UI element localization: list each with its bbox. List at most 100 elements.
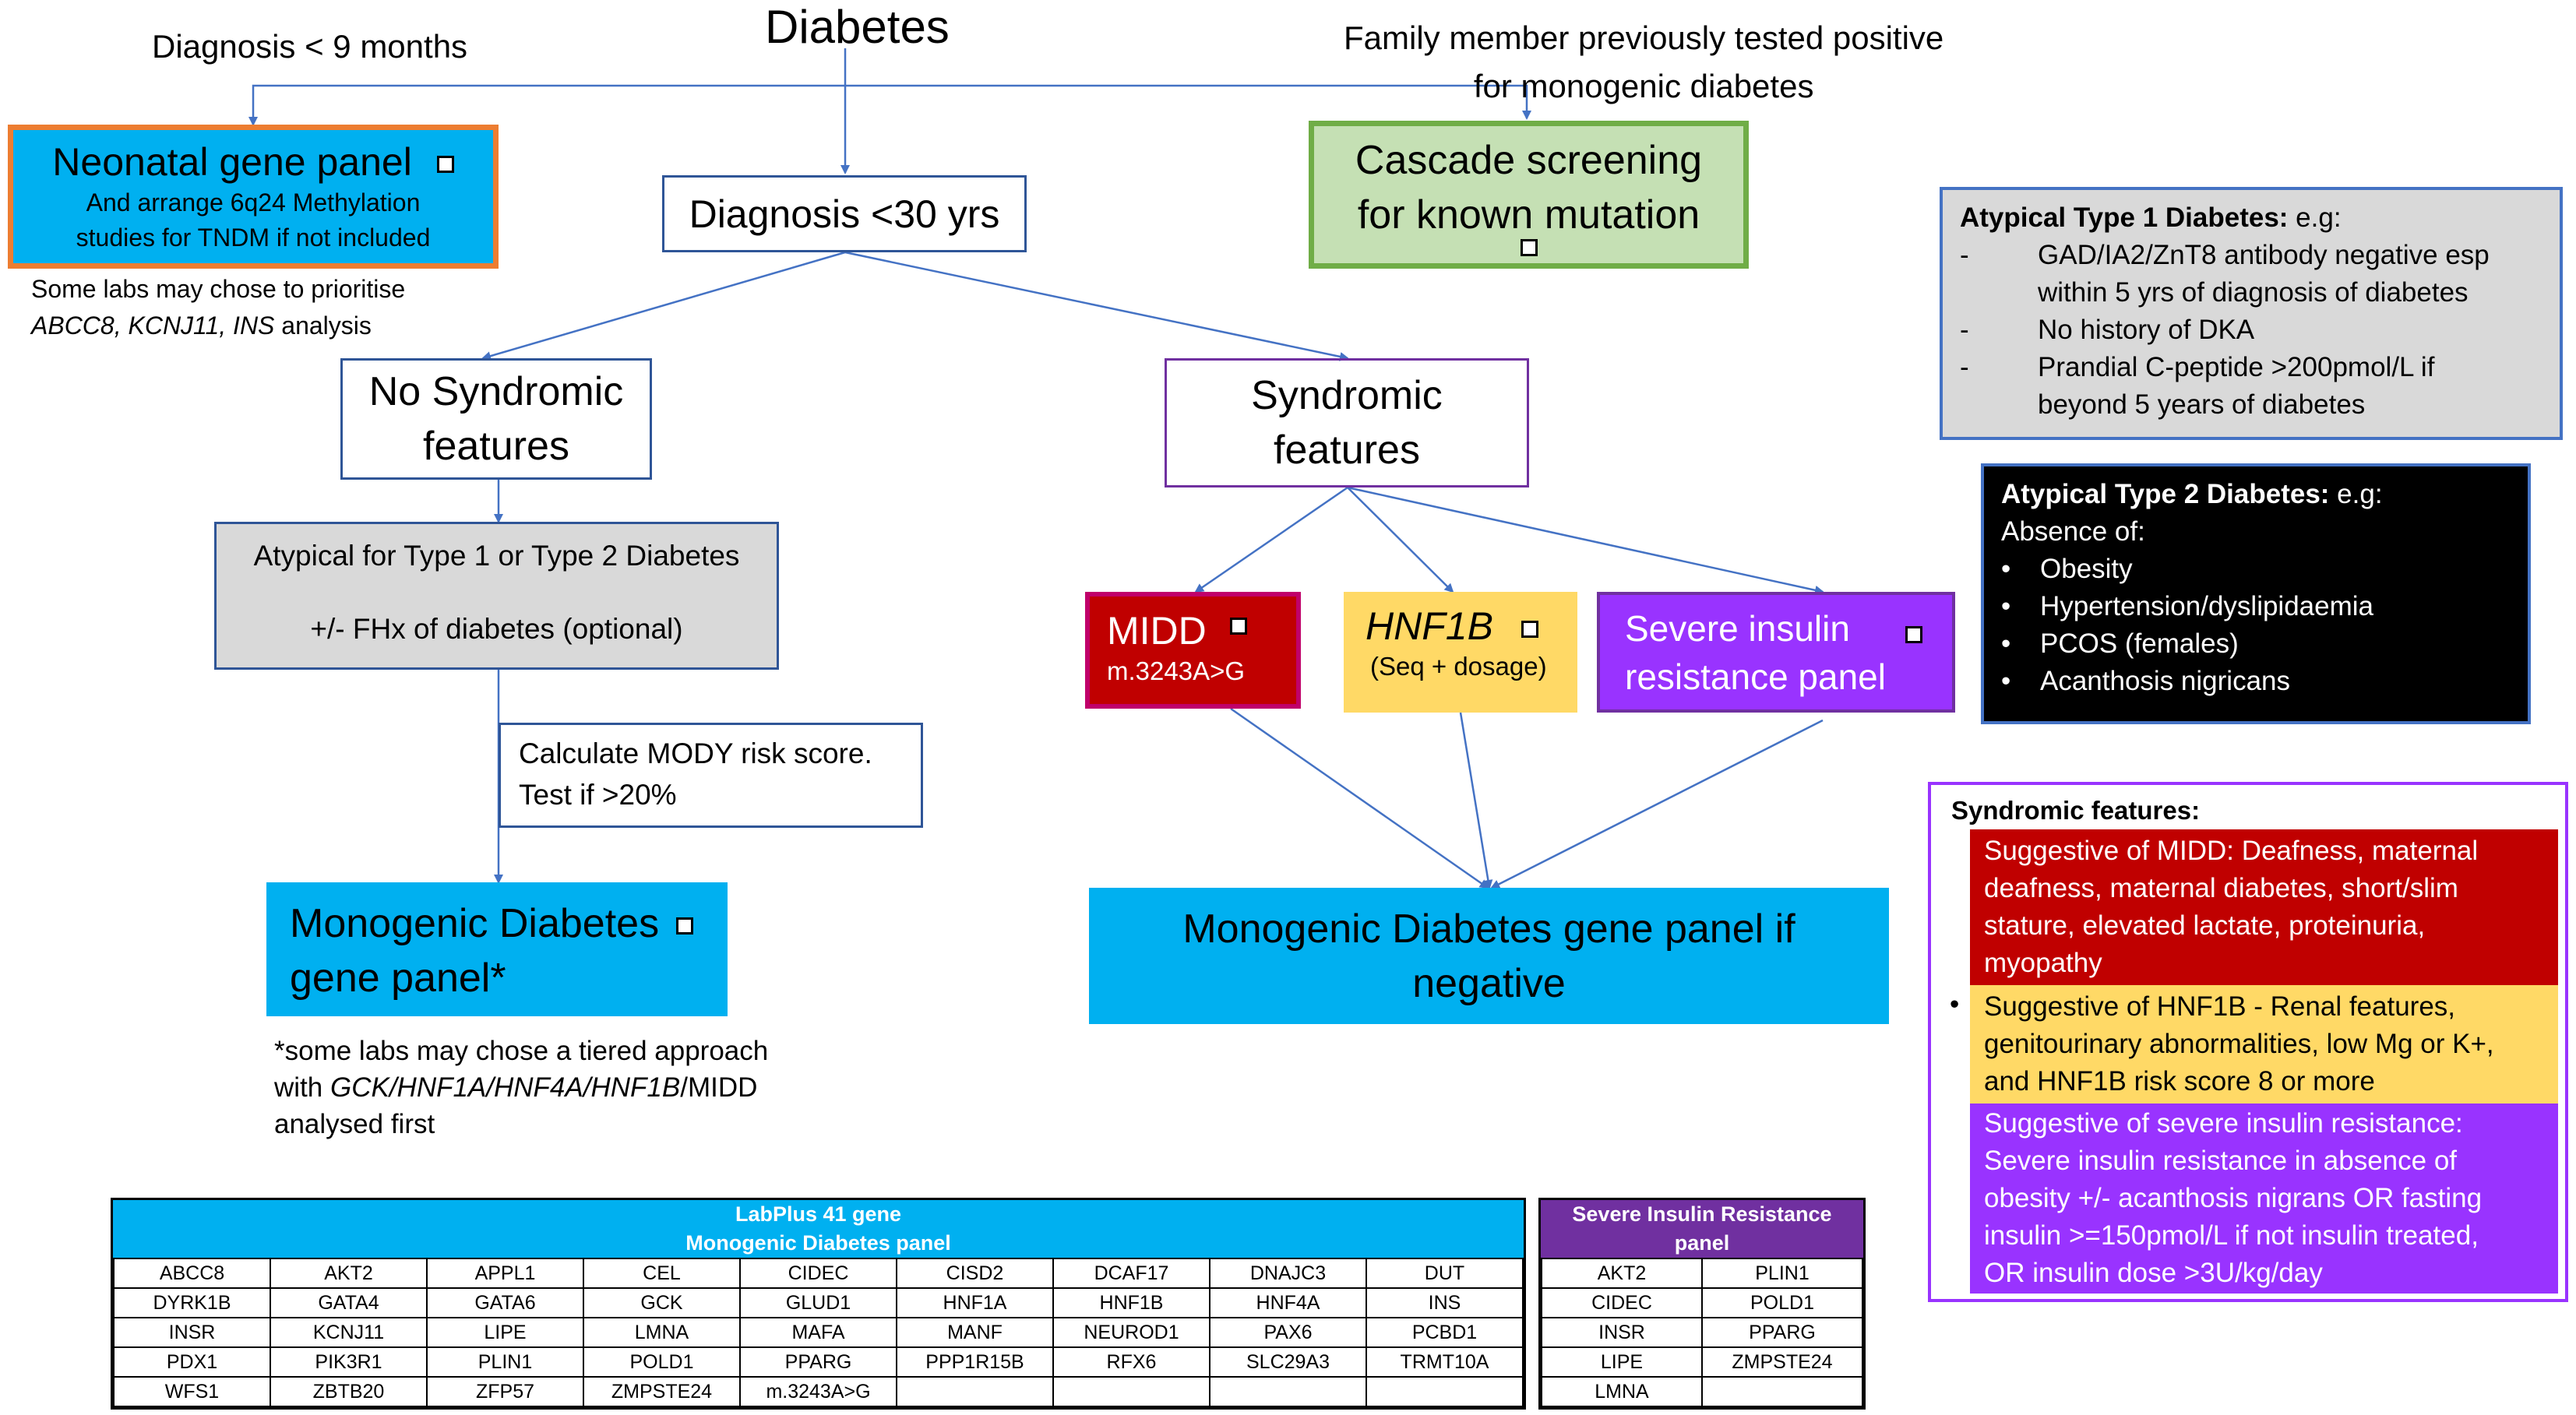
bullet-icon: • <box>1950 989 1960 1019</box>
gene-cell: LMNA <box>583 1317 741 1348</box>
syndromic-line-1: Syndromic <box>1251 373 1443 418</box>
criteria-sir-1: Suggestive of severe insulin resistance: <box>1984 1108 2463 1139</box>
atypical-line-1: Atypical for Type 1 or Type 2 Diabetes <box>253 540 740 572</box>
tiered-approach-note: *some labs may chose a tiered approach w… <box>274 1033 768 1142</box>
gene-cell: INSR <box>1541 1317 1703 1348</box>
neonatal-checkbox[interactable] <box>436 156 454 174</box>
label-family-member: Family member previously tested positive… <box>1344 14 1943 111</box>
tiered-note-line3: analysed first <box>274 1109 435 1139</box>
tiered-note-genes: GCK/HNF1A/HNF4A/HNF1B <box>329 1072 681 1103</box>
gene-cell: AKT2 <box>1541 1258 1703 1289</box>
midd-box[interactable]: MIDD m.3243A>G <box>1085 592 1301 709</box>
gene-cell: GATA4 <box>270 1287 428 1318</box>
gene-cell: GATA6 <box>426 1287 584 1318</box>
tiered-note-suffix: /MIDD <box>680 1072 758 1103</box>
gene-cell: RFX6 <box>1052 1346 1210 1378</box>
no-syndromic-features-box[interactable]: No Syndromic features <box>340 358 652 480</box>
atypical-t1-title-row: Atypical Type 1 Diabetes: e.g: <box>1960 199 2544 237</box>
gene-cell: SLC29A3 <box>1209 1346 1367 1378</box>
midd-checkbox[interactable] <box>1229 617 1247 635</box>
syndromic-features-box[interactable]: Syndromic features <box>1165 358 1529 488</box>
monogenic-panel-checkbox[interactable] <box>676 917 694 935</box>
atypical-t2-title-row: Atypical Type 2 Diabetes: e.g: <box>2001 476 2512 513</box>
neonatal-note-line2: ABCC8, KCNJ11, INS analysis <box>31 308 405 344</box>
criteria-sir-5: OR insulin dose >3U/kg/day <box>1984 1258 2323 1288</box>
neonatal-note-line1: Some labs may chose to prioritise <box>31 275 406 303</box>
atypical-t2-item: •Obesity <box>2001 551 2512 588</box>
gene-cell: ZBTB20 <box>270 1376 428 1407</box>
neonatal-title: Neonatal gene panel <box>52 139 412 184</box>
gene-cell: ZMPSTE24 <box>1701 1346 1863 1378</box>
gene-cell <box>896 1376 1054 1407</box>
gene-cell: PPP1R15B <box>896 1346 1054 1378</box>
cascade-checkbox[interactable] <box>1520 239 1538 256</box>
gene-cell: ZFP57 <box>426 1376 584 1407</box>
neonatal-gene-panel-box[interactable]: Neonatal gene panel And arrange 6q24 Met… <box>8 125 499 269</box>
cascade-line-2: for known mutation <box>1357 192 1700 238</box>
severe-insulin-resistance-box[interactable]: Severe insulin resistance panel <box>1597 592 1955 713</box>
gene-cell: ZMPSTE24 <box>583 1376 741 1407</box>
dash-icon: - <box>1960 240 1969 270</box>
tiered-note-prefix: with <box>274 1072 330 1103</box>
gene-cell: KCNJ11 <box>270 1317 428 1348</box>
gene-cell: LIPE <box>1541 1346 1703 1378</box>
monogenic-if-negative-box[interactable]: Monogenic Diabetes gene panel if negativ… <box>1089 888 1889 1024</box>
dash-icon: - <box>1960 315 1969 345</box>
gene-cell: APPL1 <box>426 1258 584 1289</box>
diagnosis-under-30-box[interactable]: Diagnosis <30 yrs <box>662 175 1027 252</box>
gene-cell: WFS1 <box>113 1376 271 1407</box>
gene-cell: HNF1A <box>896 1287 1054 1318</box>
gene-cell: ABCC8 <box>113 1258 271 1289</box>
monogenic-diabetes-panel-box[interactable]: Monogenic Diabetes gene panel* <box>266 882 728 1016</box>
gene-cell <box>1701 1376 1863 1407</box>
monogenic-panel-line-1: Monogenic Diabetes <box>290 901 660 946</box>
atypical-type2-criteria: Atypical Type 2 Diabetes: e.g: Absence o… <box>1981 463 2531 724</box>
hnf1b-sub: (Seq + dosage) <box>1370 652 1547 681</box>
cascade-line-1: Cascade screening <box>1355 138 1703 183</box>
neonatal-title-row: Neonatal gene panel <box>52 139 454 185</box>
arrow-to-cascade <box>845 84 1531 120</box>
atypical-t2-item: •Acanthosis nigricans <box>2001 663 2512 700</box>
tiered-note-line2: with GCK/HNF1A/HNF4A/HNF1B/MIDD <box>274 1069 768 1106</box>
monogenic-negative-line-1: Monogenic Diabetes gene panel if <box>1182 906 1795 952</box>
arrow-midd-to-negative <box>1230 707 1489 889</box>
family-line-1: Family member previously tested positive <box>1344 19 1944 56</box>
atypical-t2-title: Atypical Type 2 Diabetes: <box>2001 479 2330 509</box>
gene-cell: GLUD1 <box>739 1287 897 1318</box>
atypical-diabetes-box[interactable]: Atypical for Type 1 or Type 2 Diabetes +… <box>214 522 779 670</box>
atypical-t2-item: •Hypertension/dyslipidaemia <box>2001 588 2512 625</box>
atypical-t1-title: Atypical Type 1 Diabetes: <box>1960 202 2289 233</box>
atypical-t2-item-2: Hypertension/dyslipidaemia <box>2040 591 2373 621</box>
hnf1b-checkbox[interactable] <box>1521 620 1538 638</box>
gene-cell <box>1052 1376 1210 1407</box>
neonatal-sub-2: studies for TNDM if not included <box>76 223 431 252</box>
gene-cell: PPARG <box>739 1346 897 1378</box>
gene-cell: PLIN1 <box>426 1346 584 1378</box>
cascade-screening-box[interactable]: Cascade screening for known mutation <box>1309 121 1749 269</box>
family-line-2: for monogenic diabetes <box>1473 68 1814 104</box>
gene-cell: CIDEC <box>739 1258 897 1289</box>
label-diagnosis-9-months: Diagnosis < 9 months <box>152 28 468 65</box>
diagram-title: Diabetes <box>765 1 950 53</box>
monogenic-panel-row-1: Monogenic Diabetes <box>290 896 728 951</box>
atypical-line-2: +/- FHx of diabetes (optional) <box>310 613 683 645</box>
atypical-t2-absence: Absence of: <box>2001 516 2145 547</box>
criteria-midd: Suggestive of MIDD: Deafness, maternal d… <box>1970 829 2558 985</box>
midd-title: MIDD <box>1107 609 1207 653</box>
no-syndromic-line-1: No Syndromic <box>368 369 624 414</box>
arrow-to-syndromic <box>844 251 1349 361</box>
mody-risk-box[interactable]: Calculate MODY risk score. Test if >20% <box>499 723 923 828</box>
labplus-header: LabPlus 41 gene Monogenic Diabetes panel <box>113 1200 1524 1258</box>
midd-title-row: MIDD <box>1107 607 1296 654</box>
hnf1b-box[interactable]: HNF1B (Seq + dosage) <box>1344 592 1577 713</box>
gene-cell: AKT2 <box>270 1258 428 1289</box>
sir-table-header-2: panel <box>1674 1231 1730 1255</box>
atypical-t1-item-3b: beyond 5 years of diabetes <box>2038 389 2366 420</box>
sir-checkbox[interactable] <box>1905 626 1922 643</box>
criteria-hnf1b-2: genitourinary abnormalities, low Mg or K… <box>1984 1029 2494 1059</box>
